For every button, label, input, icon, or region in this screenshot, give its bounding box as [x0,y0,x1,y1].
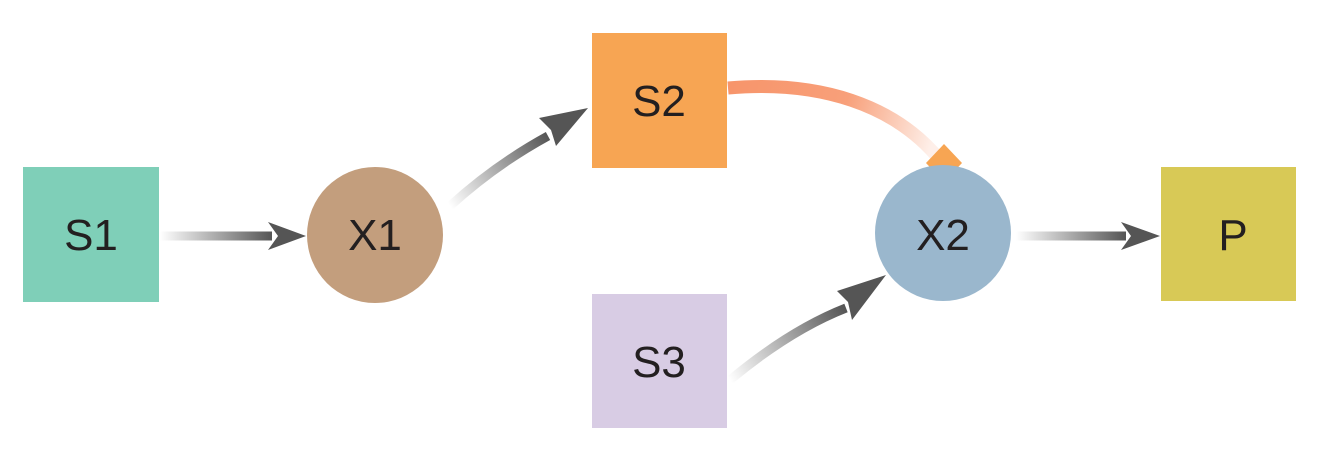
edge-x1-s2-arrowhead [539,108,588,146]
edge-x2-p [1016,222,1160,250]
edge-s1-x1 [160,222,306,250]
node-x2-label: X2 [916,211,970,260]
node-x1-circle [307,167,443,303]
node-s1[interactable]: S1 [23,167,159,302]
edge-x2-p-arrowhead [1121,222,1160,250]
node-s1-label: S1 [64,211,118,260]
edge-s3-x2-arrowhead [837,275,886,320]
node-s3[interactable]: S3 [592,294,727,428]
node-s2[interactable]: S2 [592,33,727,168]
node-s3-box [592,294,727,428]
node-x2[interactable]: X2 [875,165,1011,301]
edge-x1-s2-line [446,132,551,210]
edge-s2-x2-modifier-line [727,80,946,165]
edge-x1-s2 [446,108,588,210]
node-p-box [1161,167,1296,301]
node-x1[interactable]: X1 [307,167,443,303]
node-s2-box [592,33,727,168]
node-p-label: P [1218,211,1247,260]
edge-s1-x1-arrowhead [268,222,306,250]
node-x2-circle [875,165,1011,301]
node-s3-label: S3 [632,338,686,387]
node-x1-label: X1 [348,211,402,260]
edge-s3-x2 [727,275,886,384]
node-s2-label: S2 [632,77,686,126]
node-p[interactable]: P [1161,167,1296,301]
edge-s3-x2-line [727,303,848,384]
node-s1-box [23,167,159,302]
